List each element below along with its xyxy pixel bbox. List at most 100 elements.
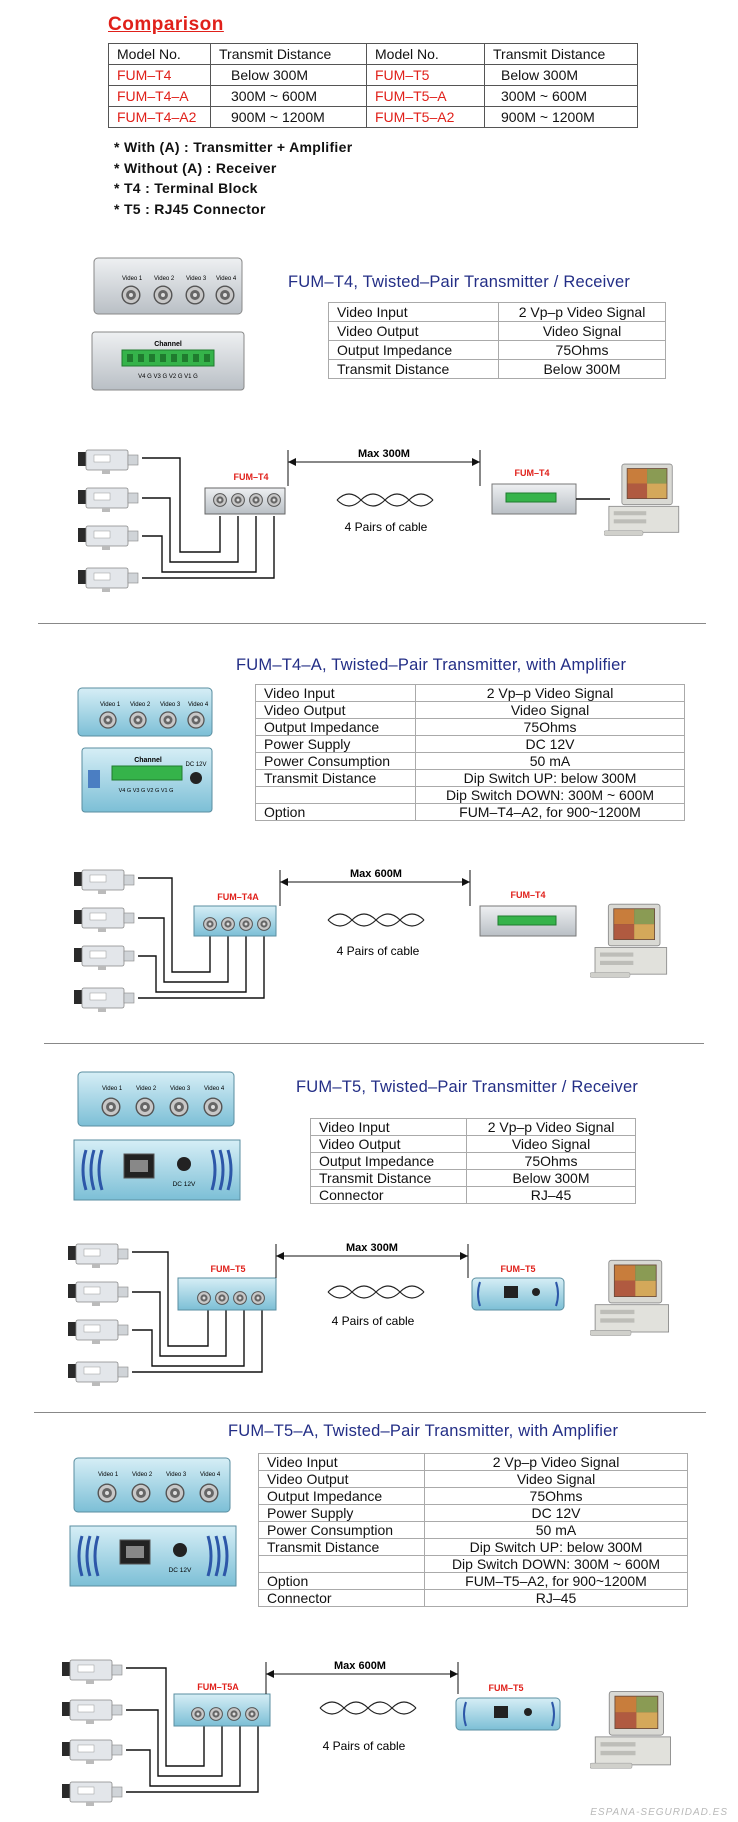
spec-value: DC 12V [424, 1504, 688, 1522]
spec-value: Video Signal [498, 321, 666, 341]
video-port-label: Video 4 [204, 1086, 225, 1092]
spec-label: Video Input [328, 302, 499, 322]
header-transmit-distance: Transmit Distance [210, 43, 367, 65]
bnc-connector-icon [233, 1291, 247, 1305]
section-title-fum-t5-a: FUM–T5–A, Twisted–Pair Transmitter, with… [228, 1422, 619, 1440]
section-title-fum-t4: FUM–T4, Twisted–Pair Transmitter / Recei… [288, 273, 631, 291]
spec-label: Option [258, 1572, 425, 1590]
distance-cell: 300M ~ 600M [484, 85, 638, 107]
table-row: Dip Switch DOWN: 300M ~ 600M [255, 786, 685, 804]
receiver-label: FUM–T4 [514, 468, 549, 478]
distance-cell: 900M ~ 1200M [484, 106, 638, 128]
section-divider [44, 1043, 704, 1044]
spec-value: 75Ohms [424, 1487, 688, 1505]
cable-label: 4 Pairs of cable [337, 944, 420, 958]
spec-label: Transmit Distance [255, 769, 416, 787]
twisted-pair-cable-icon [326, 912, 426, 928]
section-title-fum-t4-a: FUM–T4–A, Twisted–Pair Transmitter, with… [236, 656, 627, 674]
terminal-labels: V4 G V3 G V2 G V1 G [119, 788, 174, 794]
spec-label: Power Supply [255, 735, 416, 753]
spec-value: Video Signal [424, 1470, 688, 1488]
camera-icon [68, 1243, 129, 1268]
terminal-labels: V4 G V3 G V2 G V1 G [138, 374, 198, 380]
bnc-connector-icon [197, 1291, 211, 1305]
distance-cell: 900M ~ 1200M [210, 106, 367, 128]
connection-diagram-fum-t5: FUM–T5 Max 300M 4 Pairs of cable FUM–T5 [68, 1242, 670, 1386]
receiver-label: FUM–T5 [488, 1683, 523, 1693]
bnc-connector-icon [199, 1483, 219, 1503]
camera-icon [62, 1659, 123, 1684]
connection-diagram-fum-t4: FUM–T4 Max 300M 4 Pairs of cable FUM–T4 [78, 448, 680, 592]
bnc-connector-icon [153, 285, 173, 305]
watermark: ESPANA-SEGURIDAD.ES [590, 1807, 728, 1818]
section-divider [34, 1412, 706, 1413]
bnc-connector-icon [239, 917, 253, 931]
camera-icon [78, 449, 139, 474]
video-port-label: Video 1 [122, 276, 143, 282]
spec-label: Video Output [255, 701, 416, 719]
camera-icon [78, 567, 139, 592]
cable-label: 4 Pairs of cable [345, 520, 428, 534]
video-port-label: Video 2 [130, 702, 151, 708]
spec-label: Power Consumption [258, 1521, 425, 1539]
camera-icon [68, 1319, 129, 1344]
camera-icon [74, 869, 135, 894]
spec-value: RJ–45 [466, 1186, 636, 1204]
spec-label: Transmit Distance [328, 359, 499, 379]
spec-value: 50 mA [424, 1521, 688, 1539]
bnc-connector-icon [101, 1097, 121, 1117]
receiver-label: FUM–T4 [510, 890, 545, 900]
channel-label: Channel [134, 757, 162, 764]
video-port-label: Video 1 [102, 1086, 123, 1092]
model-cell: FUM–T5–A [366, 85, 485, 107]
spec-label: Connector [258, 1589, 425, 1607]
max-distance-label: Max 600M [334, 1660, 386, 1672]
twisted-pair-cable-icon [335, 492, 435, 508]
max-distance-label: Max 600M [350, 868, 402, 880]
spec-label: Power Consumption [255, 752, 416, 770]
video-port-label: Video 3 [186, 276, 207, 282]
spec-value: 75Ohms [466, 1152, 636, 1170]
video-port-label: Video 1 [98, 1472, 119, 1478]
spec-label: Video Input [255, 684, 416, 702]
bnc-connector-icon [185, 285, 205, 305]
note-item: * Without (A) : Receiver [114, 159, 277, 176]
model-cell: FUM–T4–A [108, 85, 211, 107]
bnc-connector-icon [131, 1483, 151, 1503]
spec-value: Below 300M [498, 359, 666, 379]
comparison-table: Model No. Transmit Distance Model No. Tr… [108, 43, 638, 128]
spec-label [258, 1555, 425, 1573]
table-row: FUM–T4–A 300M ~ 600M FUM–T5–A 300M ~ 600… [108, 85, 638, 107]
spec-value: Dip Switch DOWN: 300M ~ 600M [415, 786, 685, 804]
camera-icon [68, 1361, 129, 1386]
spec-label: Option [255, 803, 416, 821]
bnc-connector-icon [191, 1707, 205, 1721]
bnc-connector-icon [249, 493, 263, 507]
bnc-connector-icon [257, 917, 271, 931]
monitor-pc-icon [590, 1690, 672, 1770]
spec-value: 75Ohms [498, 340, 666, 360]
bnc-connector-icon [121, 285, 141, 305]
video-port-label: Video 4 [216, 276, 237, 282]
distance-cell: 300M ~ 600M [210, 85, 367, 107]
bnc-connector-icon [203, 1097, 223, 1117]
camera-icon [74, 945, 135, 970]
receiver-label: FUM–T5 [500, 1264, 535, 1274]
bnc-connector-icon [159, 711, 177, 729]
comparison-title: Comparison [108, 14, 224, 35]
spec-label: Video Input [258, 1453, 425, 1471]
spec-label: Video Input [310, 1118, 467, 1136]
camera-icon [62, 1699, 123, 1724]
